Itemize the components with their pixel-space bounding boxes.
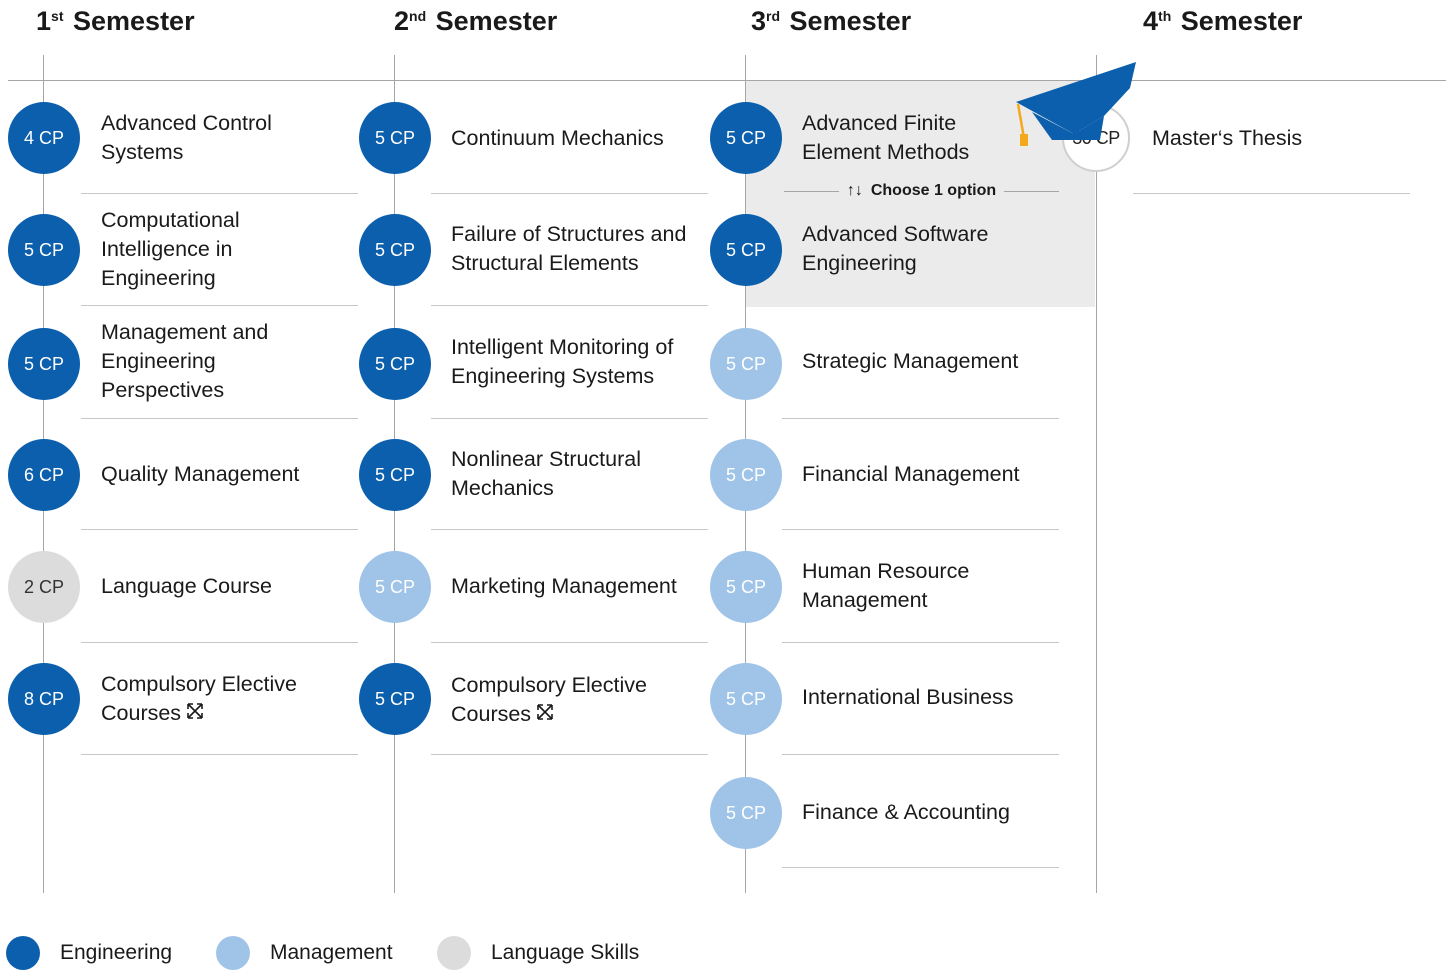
graduation-cap-icon: [1016, 62, 1136, 146]
course-name[interactable]: Continuum Mechanics: [451, 126, 664, 150]
credit-badge: 6 CP: [8, 439, 80, 511]
semester-4-number: 4: [1143, 6, 1159, 36]
row-divider: [782, 754, 1059, 755]
credit-badge: 5 CP: [710, 777, 782, 849]
credit-badge: 5 CP: [359, 102, 431, 174]
semester-1-number: 1: [36, 6, 52, 36]
course-name: Compulsory Elective Courses: [451, 673, 647, 726]
credit-badge: 5 CP: [710, 214, 782, 286]
credit-badge: 5 CP: [710, 102, 782, 174]
header-divider: [8, 80, 1446, 81]
semester-2-number: 2: [394, 6, 410, 36]
course-name[interactable]: Language Course: [101, 574, 272, 598]
swap-arrows-icon: ↑↓: [846, 182, 863, 199]
divider-line-left: [784, 190, 839, 192]
credit-badge: 2 CP: [8, 551, 80, 623]
semester-3-number: 3: [751, 6, 767, 36]
legend-label: Management: [270, 941, 393, 964]
credit-badge: 5 CP: [710, 439, 782, 511]
row-divider: [782, 418, 1059, 419]
row-divider: [431, 305, 708, 306]
row-divider: [782, 529, 1059, 530]
course-name[interactable]: Quality Management: [101, 462, 300, 486]
row-divider: [81, 642, 358, 643]
course-name[interactable]: Nonlinear Structural Mechanics: [451, 447, 642, 500]
course-name[interactable]: Computational Intelligence in Engineerin…: [101, 208, 240, 290]
row-divider: [431, 754, 708, 755]
course-name-with-icon[interactable]: Compulsory Elective Courses: [451, 671, 681, 730]
legend-dot-management: [216, 936, 250, 970]
semester-1-label: Semester: [73, 6, 195, 36]
semester-1-header: 1st Semester: [36, 6, 195, 37]
course-name-with-icon[interactable]: Compulsory Elective Courses: [101, 670, 331, 729]
legend-label: Engineering: [60, 941, 173, 964]
expand-cross-icon[interactable]: [185, 700, 205, 729]
semester-3-label: Semester: [789, 6, 912, 36]
course-name[interactable]: Master‘s Thesis: [1152, 126, 1303, 150]
row-divider: [1133, 193, 1410, 194]
course-name[interactable]: Advanced Software Engineering: [802, 222, 989, 275]
row-divider: [81, 305, 358, 306]
row-divider: [431, 529, 708, 530]
legend-item-language-skills: Language Skills: [437, 936, 639, 970]
course-name[interactable]: Strategic Management: [802, 349, 1019, 373]
row-divider: [81, 418, 358, 419]
row-divider: [431, 642, 708, 643]
credit-badge: 5 CP: [359, 439, 431, 511]
legend-label: Language Skills: [491, 941, 640, 964]
semester-2-label: Semester: [435, 6, 558, 36]
course-name[interactable]: Advanced Control Systems: [101, 111, 272, 164]
semester-3-suffix: rd: [766, 8, 781, 24]
semester-4-header: 4th Semester: [1143, 6, 1302, 37]
choose-one-option-divider: ↑↓ Choose 1 option: [784, 182, 1060, 200]
divider-line-right: [1004, 190, 1060, 192]
credit-badge: 4 CP: [8, 102, 80, 174]
credit-badge: 5 CP: [359, 551, 431, 623]
legend-item-management: Management: [216, 936, 393, 970]
legend-dot-language: [437, 936, 471, 970]
row-divider: [81, 754, 358, 755]
choose-option-label: Choose 1 option: [870, 182, 997, 199]
course-name[interactable]: Failure of Structures and Structural Ele…: [451, 222, 687, 275]
row-divider: [782, 867, 1059, 868]
course-name[interactable]: Financial Management: [802, 462, 1020, 486]
course-name[interactable]: Advanced Finite Element Methods: [802, 111, 970, 164]
credit-badge: 5 CP: [8, 328, 80, 400]
legend-item-engineering: Engineering: [6, 936, 172, 970]
row-divider: [782, 642, 1059, 643]
credit-badge: 5 CP: [359, 328, 431, 400]
expand-cross-icon[interactable]: [535, 701, 555, 730]
row-divider: [431, 418, 708, 419]
credit-badge: 5 CP: [710, 551, 782, 623]
course-name[interactable]: Marketing Management: [451, 574, 677, 598]
credit-badge: 8 CP: [8, 663, 80, 735]
row-divider: [431, 193, 708, 194]
course-name: Compulsory Elective Courses: [101, 672, 297, 725]
credit-badge: 5 CP: [710, 328, 782, 400]
row-divider: [81, 193, 358, 194]
credit-badge: 5 CP: [710, 663, 782, 735]
course-name[interactable]: International Business: [802, 685, 1014, 709]
semester-2-suffix: nd: [409, 8, 427, 24]
semester-4-label: Semester: [1180, 6, 1303, 36]
semester-2-header: 2nd Semester: [394, 6, 557, 37]
course-name[interactable]: Finance & Accounting: [802, 800, 1010, 824]
credit-badge: 5 CP: [8, 214, 80, 286]
credit-badge: 5 CP: [359, 663, 431, 735]
semester-3-header: 3rd Semester: [751, 6, 911, 37]
legend-dot-engineering: [6, 936, 40, 970]
timeline-line-semester-4: [1096, 55, 1097, 893]
semester-1-suffix: st: [51, 8, 64, 24]
row-divider: [81, 529, 358, 530]
course-name[interactable]: Intelligent Monitoring of Engineering Sy…: [451, 335, 674, 388]
semester-4-suffix: th: [1158, 8, 1172, 24]
course-name[interactable]: Management and Engineering Perspectives: [101, 320, 269, 402]
course-name[interactable]: Human Resource Management: [802, 559, 970, 612]
credit-badge: 5 CP: [359, 214, 431, 286]
